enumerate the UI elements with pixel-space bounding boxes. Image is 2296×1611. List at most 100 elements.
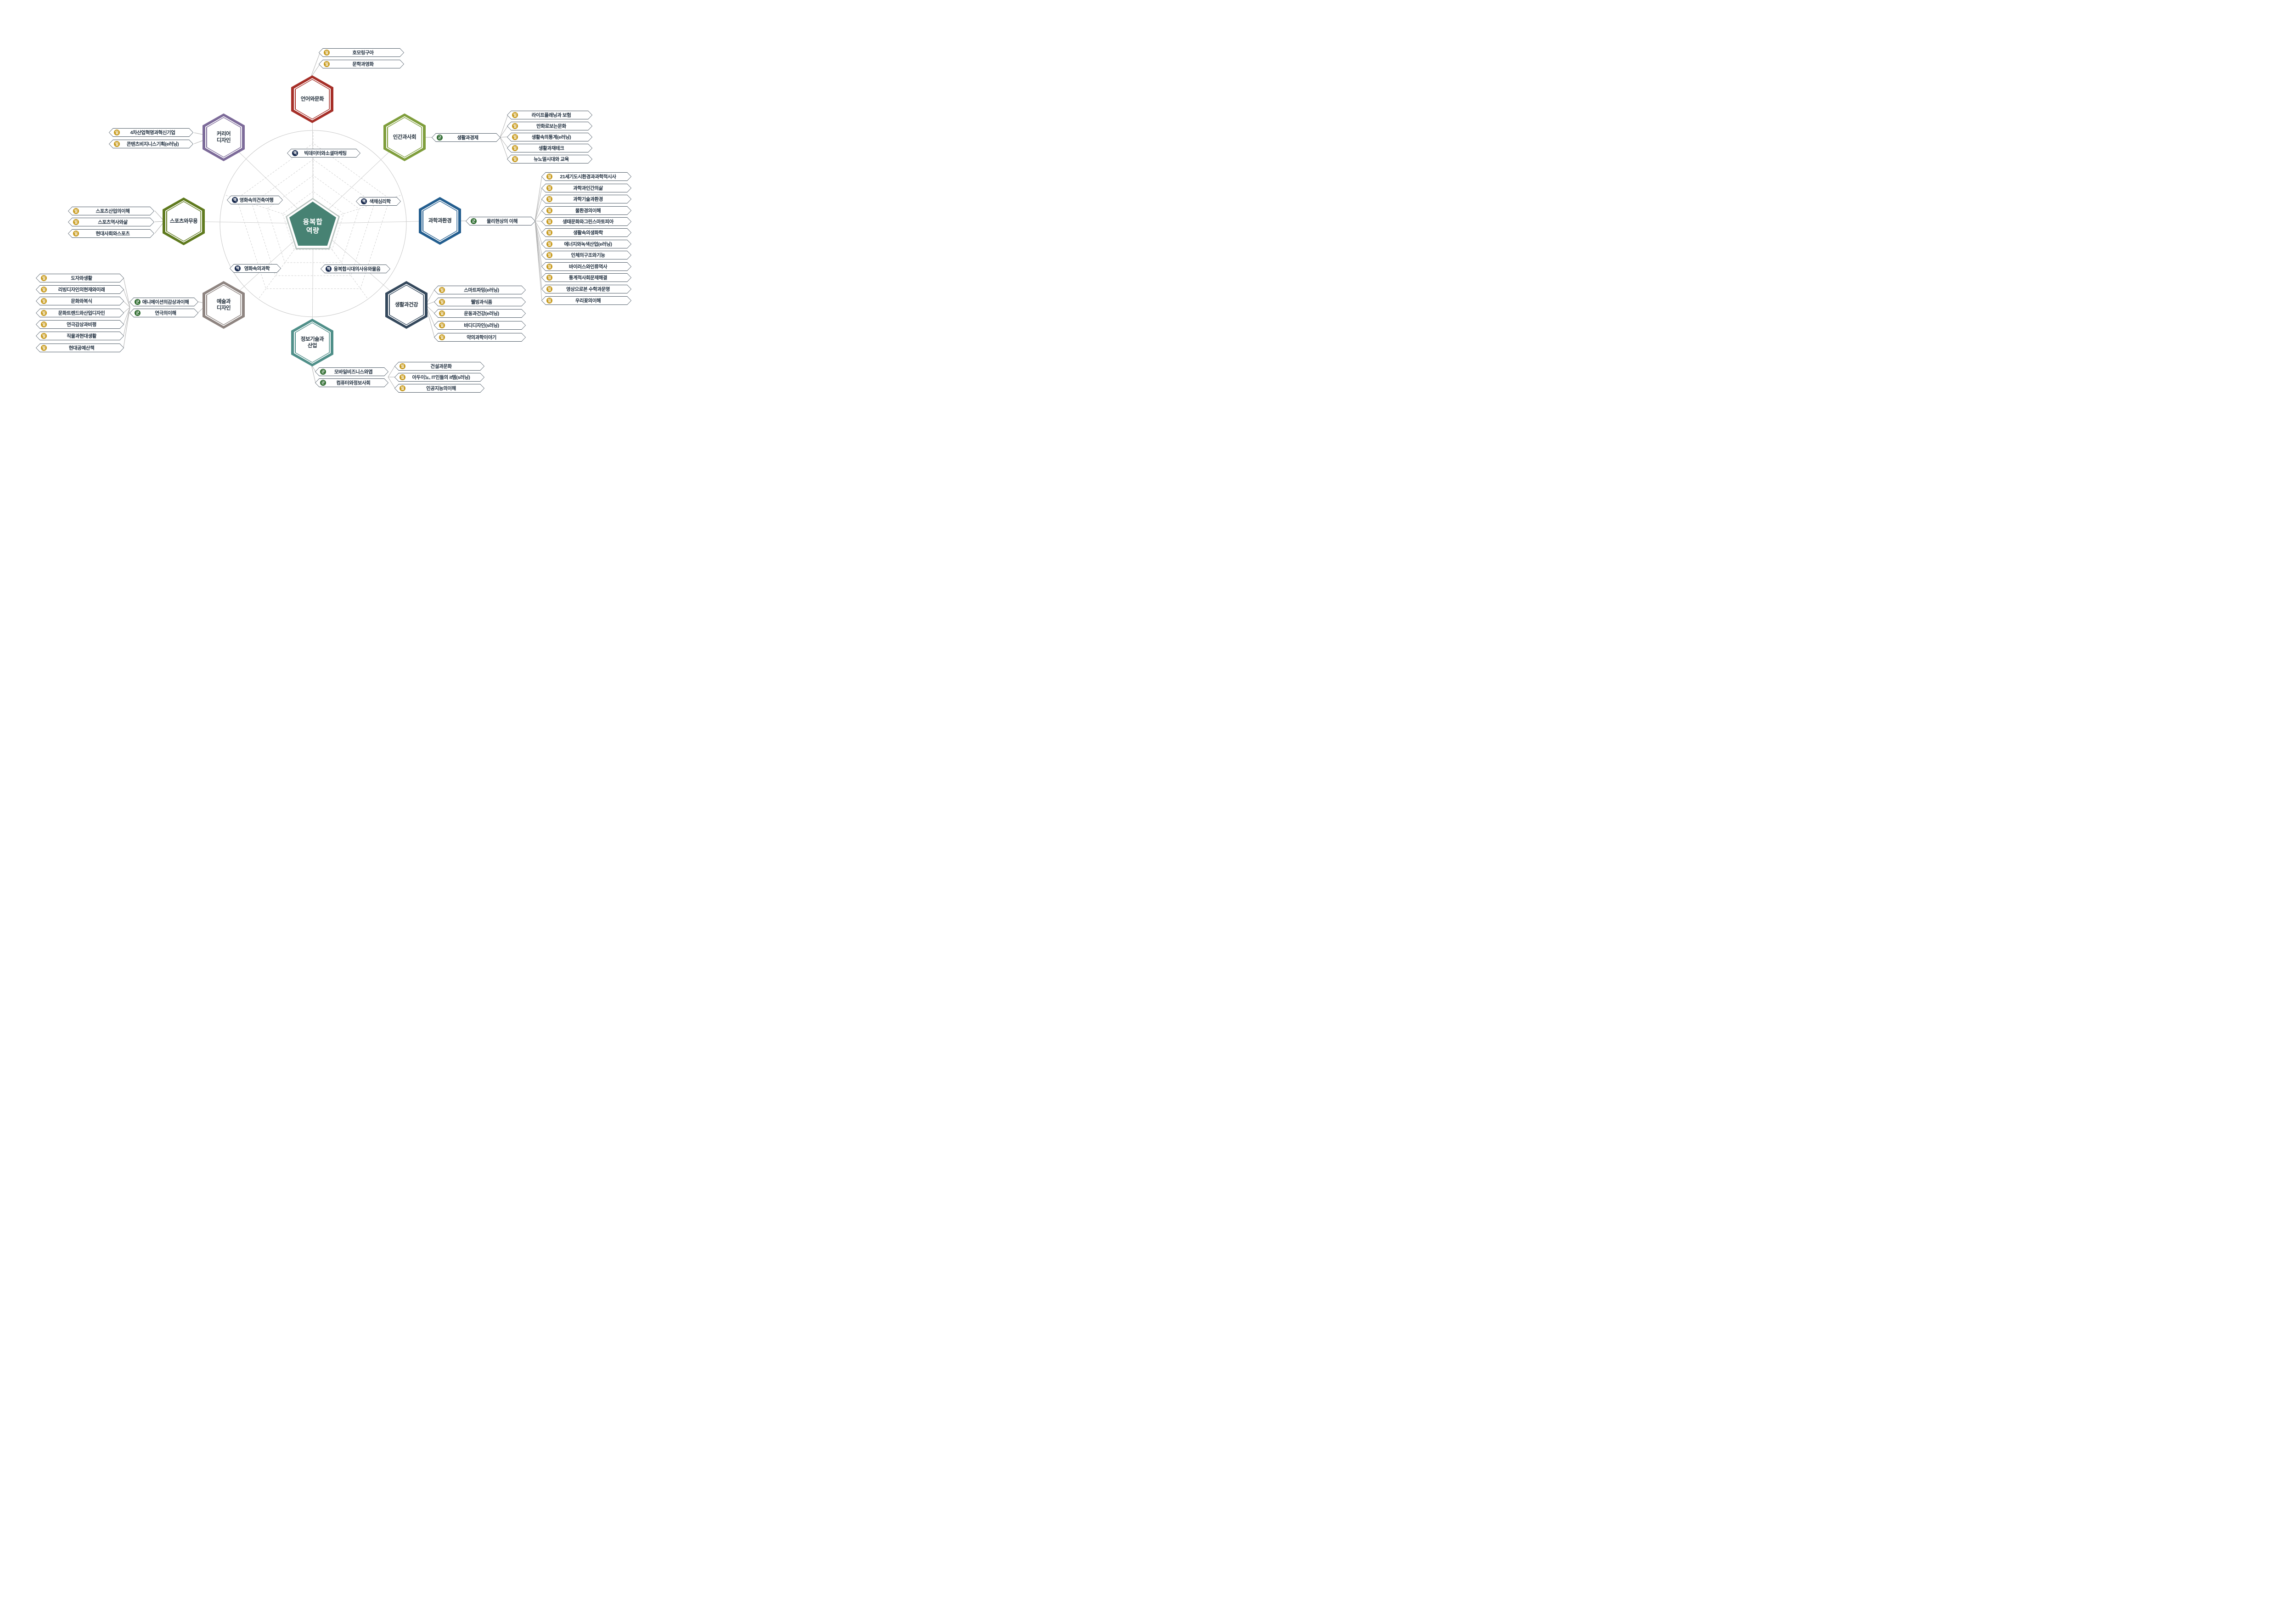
hexagon-language-and-culture: 언어와문화 [291, 75, 333, 123]
course-label: 생활과경제 [457, 135, 478, 141]
course-item: 군 컴퓨터와정보사회 [315, 378, 388, 387]
course-label: 물환경의이해 [575, 208, 601, 214]
course-label: 4차산업혁명과혁신기업 [130, 130, 175, 135]
item-outline [36, 285, 124, 294]
course-badge: 일 [439, 334, 445, 340]
center-label-line2: 역량 [306, 227, 320, 235]
hexagon-life-and-health: 생활과건강 [385, 281, 428, 329]
course-item: 일 에너지와녹색산업(e러닝) [541, 240, 631, 248]
item-outline [68, 218, 154, 226]
course-label: 현대사회와스포츠 [96, 231, 130, 237]
item-outline [466, 217, 535, 225]
course-label: 도자와생활 [71, 276, 92, 281]
item-outline [541, 172, 631, 181]
course-label: 모바일비즈니스와앱 [334, 369, 373, 375]
course-badge: 일 [400, 363, 405, 369]
course-badge: 군 [320, 380, 326, 386]
item-outline [507, 122, 592, 130]
course-label: 영화속의건축여행 [239, 197, 274, 203]
course-label: 연극감상과비평 [67, 322, 96, 327]
item-outline [507, 133, 592, 141]
course-item: 일 통계적사회문제해결 [541, 273, 631, 282]
item-outline [507, 144, 592, 152]
item-outline [507, 155, 592, 163]
course-badge: 일 [41, 345, 47, 351]
hexagon-art-and-design: 예술과 디자인 [203, 281, 245, 329]
course-label: 생활속의통계(e러닝) [531, 135, 571, 140]
category-label: 커리어 디자인 [216, 131, 231, 143]
category-label: 정보기술과 산업 [300, 336, 324, 349]
item-outline [315, 378, 388, 387]
item-outline [394, 362, 484, 371]
item-outline [541, 228, 631, 237]
course-badge: 일 [324, 61, 330, 67]
course-label: 생활속의생화학 [573, 230, 603, 236]
center-competency-label: 융복합 역량 [286, 198, 340, 249]
hexagon-human-and-society: 인간과사회 [383, 113, 426, 161]
item-outline [36, 332, 124, 340]
item-outline [321, 265, 390, 273]
item-outline [319, 60, 404, 68]
item-outline [541, 184, 631, 192]
course-label: 현대공예산책 [68, 345, 95, 351]
course-badge: 일 [546, 196, 552, 202]
course-label: 바이러스와인류역사 [568, 264, 608, 270]
course-item: 군 모바일비즈니스와앱 [315, 367, 388, 376]
item-outline [394, 384, 484, 393]
course-label: 영화속의과학 [244, 266, 270, 271]
course-label: 통계적사회문제해결 [568, 275, 608, 281]
category-label: 스포츠와무용 [169, 218, 198, 224]
item-outline [541, 240, 631, 248]
item-outline [541, 206, 631, 215]
course-label: 색채심리학 [369, 199, 391, 204]
course-label: 인공지능의이해 [426, 386, 456, 391]
item-outline [541, 296, 631, 305]
category-label: 생활과건강 [394, 302, 418, 308]
course-label: 에너지와녹색산업(e러닝) [564, 242, 612, 247]
course-badge: 일 [546, 208, 552, 214]
course-badge: 일 [546, 275, 552, 281]
course-badge: 일 [546, 241, 552, 247]
course-badge: 일 [41, 321, 47, 327]
course-badge: 일 [73, 231, 79, 237]
course-badge: 일 [512, 134, 518, 140]
course-badge: 일 [546, 230, 552, 236]
course-label: 만화로보는문화 [536, 124, 566, 129]
center-label-line1: 융복합 [303, 218, 323, 226]
item-outline [230, 264, 281, 273]
item-outline [507, 111, 592, 119]
course-label: 웰빙과식품 [471, 299, 492, 305]
course-item: 일 물환경의이해 [541, 206, 631, 215]
course-badge: 일 [546, 174, 552, 180]
course-badge: 일 [546, 252, 552, 258]
course-badge: 군 [320, 369, 326, 375]
course-item: 일 생활속의생화학 [541, 228, 631, 237]
item-outline [434, 286, 526, 294]
course-badge: 일 [546, 185, 552, 191]
item-outline [541, 285, 631, 293]
course-badge: 일 [400, 374, 405, 380]
course-badge: 일 [439, 310, 445, 316]
hexagon-science-and-environment: 과학과환경 [419, 197, 461, 245]
course-label: 컴퓨터와정보사회 [336, 380, 371, 386]
